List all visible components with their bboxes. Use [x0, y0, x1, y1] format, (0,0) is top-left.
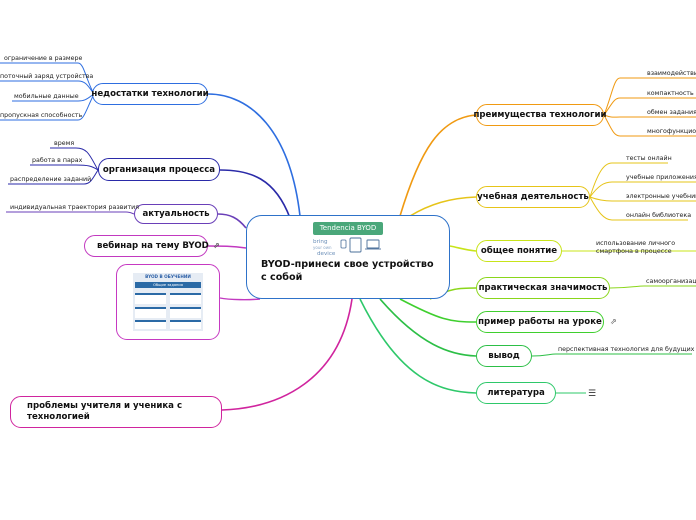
- byod-devices-icon: bring your own device: [313, 237, 381, 256]
- node-relevance[interactable]: актуальность: [134, 204, 218, 224]
- node-learning[interactable]: учебная деятельность: [476, 186, 590, 208]
- node-drawbacks-label: недостатки технологии: [91, 89, 209, 99]
- logo-text-bring: bring: [313, 239, 328, 245]
- leaf-conclusion-1: перспективная технология для будущих лет: [558, 346, 696, 353]
- image-card-box: [135, 320, 166, 329]
- image-card-box: [135, 307, 166, 318]
- leaf-advantages-3: обмен заданиями: [647, 109, 696, 116]
- link-icon[interactable]: ⇗: [610, 317, 617, 326]
- node-image-card[interactable]: BYOD В ОБУЧЕНИИ Общие задания: [116, 264, 220, 340]
- branch-learning: [409, 196, 477, 217]
- image-card-box: [170, 293, 201, 304]
- leaf-practical-1: самоорганизация: [646, 278, 696, 285]
- node-practical-label: практическая значимость: [478, 283, 608, 293]
- node-learning-label: учебная деятельность: [477, 192, 589, 202]
- logo-text-device: device: [317, 251, 336, 256]
- node-conclusion[interactable]: вывод: [476, 345, 532, 367]
- image-card-box: [135, 293, 166, 304]
- node-literature-label: литература: [487, 388, 545, 398]
- leaf-relevance-1: индивидуальная траектория развития: [10, 204, 140, 211]
- branch-webinar: [207, 245, 247, 249]
- leaf-learning-1: тесты онлайн: [626, 155, 672, 162]
- node-organization[interactable]: организация процесса: [98, 158, 220, 181]
- branch-image: [219, 297, 261, 301]
- node-literature[interactable]: литература: [476, 382, 556, 404]
- branch-drawbacks: [207, 93, 301, 217]
- leaf-learning-4: онлайн библиотека: [626, 212, 692, 219]
- branch-organization: [219, 169, 291, 219]
- leaf-organization-1: время: [54, 140, 75, 147]
- branch-relevance: [217, 213, 247, 229]
- node-relevance-label: актуальность: [142, 209, 210, 219]
- node-practical[interactable]: практическая значимость: [476, 277, 610, 299]
- node-drawbacks[interactable]: недостатки технологии: [91, 83, 209, 105]
- branch-example: [399, 298, 477, 323]
- leaf-organization-2: работа в парах: [32, 157, 83, 164]
- branch-conclusion: [379, 298, 477, 357]
- leaf-drawbacks-3: мобильные данные: [14, 93, 79, 100]
- leaf-learning-2: учебные приложения: [626, 174, 696, 181]
- image-card-box: [170, 307, 201, 318]
- node-webinar[interactable]: вебинар на тему BYOD ⇗: [84, 235, 220, 257]
- branch-problems: [221, 298, 353, 411]
- image-card-heading: BYOD В ОБУЧЕНИИ: [145, 274, 191, 279]
- logo-text-your: your own: [313, 245, 332, 250]
- node-problems[interactable]: проблемы учителя и ученика с технологией: [10, 396, 222, 428]
- leaf-drawbacks-4: пропускная способность: [0, 112, 83, 119]
- leaf-advantages-2: компактность: [647, 90, 694, 97]
- leaf-organization-3: распределение заданий: [10, 176, 92, 183]
- node-example[interactable]: пример работы на уроке: [476, 311, 604, 333]
- node-conclusion-label: вывод: [488, 351, 520, 361]
- node-webinar-label: вебинар на тему BYOD: [97, 241, 209, 251]
- branch-advantages: [399, 114, 477, 217]
- node-advantages-label: преимущества технологии: [473, 110, 607, 120]
- leaf-advantages-4: многофункционал: [647, 128, 696, 135]
- central-topic[interactable]: Tendencia BYOD bring your own device BYO…: [246, 215, 450, 299]
- node-organization-label: организация процесса: [102, 164, 216, 175]
- link-icon[interactable]: ⇗: [213, 241, 220, 250]
- branch-literature: [359, 298, 477, 394]
- image-card-box: [170, 320, 201, 329]
- image-card-bar: Общие задания: [135, 282, 201, 288]
- leaf-drawbacks-2: поточный заряд устройства: [0, 73, 94, 80]
- node-concept-label: общее понятие: [480, 246, 558, 256]
- node-problems-label: проблемы учителя и ученика с технологией: [27, 401, 183, 422]
- branch-concept: [449, 245, 477, 252]
- notes-icon[interactable]: ☰: [588, 389, 597, 399]
- central-title: BYOD-принеси свое устройство с собой: [261, 259, 434, 283]
- leaf-drawbacks-1: ограничение в размере: [4, 55, 83, 62]
- leaf-advantages-1: взаимодействие: [647, 70, 696, 77]
- leaf-concept-1: использование личного смартфона в процес…: [596, 240, 676, 255]
- leaf-learning-3: электронные учебники: [626, 193, 696, 200]
- central-badge: Tendencia BYOD: [313, 222, 383, 235]
- image-card-thumbnail: BYOD В ОБУЧЕНИИ Общие задания: [133, 273, 203, 331]
- node-advantages[interactable]: преимущества технологии: [473, 104, 607, 126]
- node-concept[interactable]: общее понятие: [476, 240, 562, 262]
- node-example-label: пример работы на уроке: [478, 317, 602, 327]
